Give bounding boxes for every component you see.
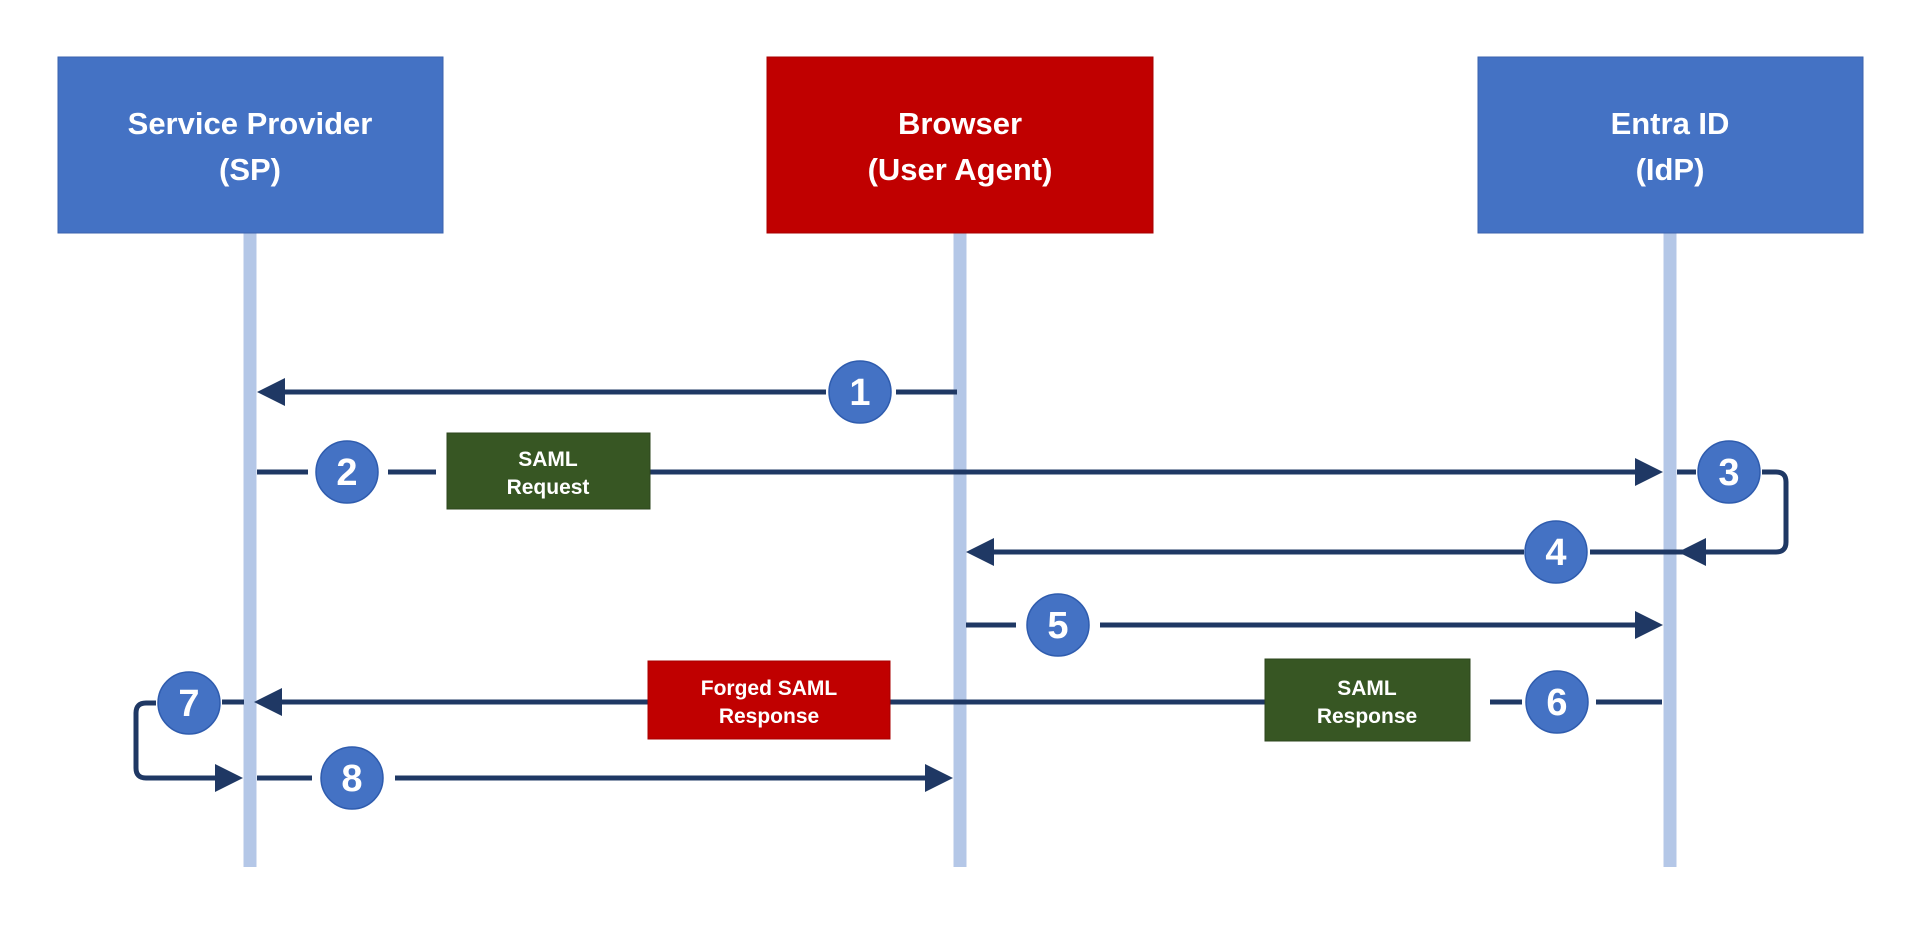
- step-badge-3: 3: [1697, 440, 1761, 504]
- saml-request-line1: SAML: [518, 448, 578, 471]
- badge-circle-3: [1697, 440, 1761, 504]
- actor-rect-sp: [57, 56, 444, 234]
- actor-label-browser-line2: (User Agent): [868, 152, 1053, 187]
- actor-rect-idp: [1477, 56, 1864, 234]
- message-arrow-6-7: [222, 688, 1662, 716]
- message-arrow-8: [257, 764, 953, 792]
- saml-request-rect: [446, 432, 651, 510]
- badge-number-4: 4: [1545, 532, 1566, 574]
- arrowhead-right-icon: [1635, 458, 1663, 486]
- badge-number-2: 2: [336, 452, 357, 494]
- step-badge-6: 6: [1525, 670, 1589, 734]
- actor-box-entra-id: Entra ID (IdP): [1477, 56, 1864, 234]
- saml-response-label: SAML Response: [1264, 658, 1471, 742]
- forged-saml-response-line1: Forged SAML: [701, 677, 838, 700]
- step-badge-2: 2: [315, 440, 379, 504]
- forged-saml-response-rect: [647, 660, 891, 740]
- badge-circle-8: [320, 746, 384, 810]
- step-badge-4: 4: [1524, 520, 1588, 584]
- actor-rect-browser: [766, 56, 1154, 234]
- self-loop-bracket-sp: [133, 700, 243, 792]
- step-badge-5: 5: [1026, 593, 1090, 657]
- badge-number-6: 6: [1546, 682, 1567, 724]
- actor-box-service-provider: Service Provider (SP): [57, 56, 444, 234]
- arrowhead-right-icon: [925, 764, 953, 792]
- step-badge-1: 1: [828, 360, 892, 424]
- arrowhead-left-icon: [966, 538, 994, 566]
- step-badge-8: 8: [320, 746, 384, 810]
- saml-request-line2: Request: [507, 476, 590, 499]
- actor-label-idp-line1: Entra ID: [1611, 106, 1730, 141]
- lifeline-browser: [953, 233, 967, 867]
- saml-response-line2: Response: [1317, 705, 1417, 728]
- badge-circle-4: [1524, 520, 1588, 584]
- arrowhead-right-icon: [215, 764, 243, 792]
- badge-number-8: 8: [341, 758, 362, 800]
- badge-number-7: 7: [178, 683, 199, 725]
- actor-label-idp-line2: (IdP): [1636, 152, 1705, 187]
- badge-circle-5: [1026, 593, 1090, 657]
- actor-box-browser: Browser (User Agent): [766, 56, 1154, 234]
- step-badge-7: 7: [157, 671, 221, 735]
- arrowhead-left-icon: [1678, 538, 1706, 566]
- badge-circle-6: [1525, 670, 1589, 734]
- badge-circle-1: [828, 360, 892, 424]
- arrowhead-left-icon: [254, 688, 282, 716]
- lifeline-service-provider: [243, 233, 257, 867]
- saml-request-label: SAML Request: [446, 432, 651, 510]
- message-arrow-1: [257, 378, 957, 406]
- badge-number-1: 1: [849, 372, 870, 414]
- saml-response-rect: [1264, 658, 1471, 742]
- badge-number-5: 5: [1047, 605, 1068, 647]
- arrowhead-left-icon: [257, 378, 285, 406]
- message-arrow-2: [257, 458, 1696, 486]
- saml-response-line1: SAML: [1337, 677, 1397, 700]
- badge-circle-2: [315, 440, 379, 504]
- actor-label-sp-line1: Service Provider: [128, 106, 373, 141]
- message-arrow-4: [966, 538, 1524, 566]
- message-arrow-5: [966, 611, 1663, 639]
- arrowhead-right-icon: [1635, 611, 1663, 639]
- forged-saml-response-label: Forged SAML Response: [647, 660, 891, 740]
- loop-path-sp: [133, 700, 217, 781]
- badge-circle-7: [157, 671, 221, 735]
- actor-label-browser-line1: Browser: [898, 106, 1022, 141]
- badge-number-3: 3: [1718, 452, 1739, 494]
- forged-saml-response-line2: Response: [719, 705, 819, 728]
- loop-path-idp: [1590, 469, 1789, 555]
- actor-label-sp-line2: (SP): [219, 152, 281, 187]
- self-loop-bracket-idp: [1590, 469, 1789, 566]
